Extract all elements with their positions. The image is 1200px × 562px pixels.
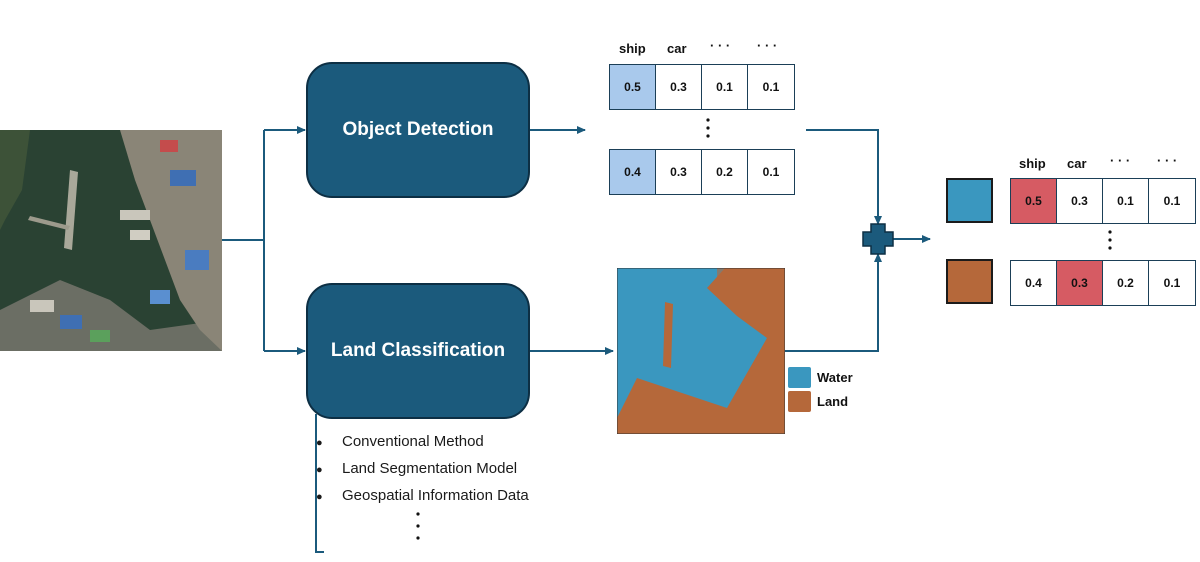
output-header-more: · · · xyxy=(1110,153,1130,168)
map-to-combiner-line xyxy=(785,254,878,351)
score-cell: 0.2 xyxy=(1103,261,1149,305)
output-row: 0.4 0.3 0.2 0.1 xyxy=(1010,260,1196,306)
water-class-swatch xyxy=(946,178,993,223)
score-cell: 0.3 xyxy=(1057,179,1103,223)
legend-land: Land xyxy=(788,391,848,412)
score-cell: 0.1 xyxy=(1103,179,1149,223)
list-item: ●Geospatial Information Data xyxy=(316,482,529,509)
output-header-more: · · · xyxy=(1157,153,1177,168)
methods-ellipsis-icon xyxy=(416,512,419,539)
score-cell: 0.1 xyxy=(748,65,794,109)
land-classification-box: Land Classification xyxy=(306,283,530,419)
legend-label: Water xyxy=(817,370,853,385)
score-cell: 0.5 xyxy=(610,65,656,109)
score-cell: 0.4 xyxy=(1011,261,1057,305)
output-header-car: car xyxy=(1067,156,1087,171)
score-cell: 0.1 xyxy=(702,65,748,109)
detection-header-more: · · · xyxy=(757,38,777,53)
list-item: ●Conventional Method xyxy=(316,428,529,455)
score-cell: 0.3 xyxy=(656,150,702,194)
water-swatch xyxy=(788,367,811,388)
segmentation-map-image xyxy=(617,268,785,434)
object-detection-box: Object Detection xyxy=(306,62,530,198)
detection-to-combiner-line xyxy=(806,130,878,224)
score-cell: 0.2 xyxy=(702,150,748,194)
object-detection-label: Object Detection xyxy=(343,119,494,141)
score-cell: 0.1 xyxy=(1149,261,1195,305)
score-cell: 0.3 xyxy=(656,65,702,109)
satellite-harbor-image xyxy=(0,130,222,351)
detection-ellipsis-icon xyxy=(706,118,709,137)
score-cell: 0.5 xyxy=(1011,179,1057,223)
land-swatch xyxy=(788,391,811,412)
detection-row: 0.5 0.3 0.1 0.1 xyxy=(609,64,795,110)
methods-list: ●Conventional Method ●Land Segmentation … xyxy=(316,428,529,509)
legend-label: Land xyxy=(817,394,848,409)
detection-header-ship: ship xyxy=(619,41,646,56)
output-row: 0.5 0.3 0.1 0.1 xyxy=(1010,178,1196,224)
plus-icon xyxy=(863,224,893,254)
list-item: ●Land Segmentation Model xyxy=(316,455,529,482)
legend-water: Water xyxy=(788,367,853,388)
output-header-ship: ship xyxy=(1019,156,1046,171)
score-cell: 0.1 xyxy=(1149,179,1195,223)
method-label: Conventional Method xyxy=(342,433,484,450)
detection-row: 0.4 0.3 0.2 0.1 xyxy=(609,149,795,195)
land-classification-label: Land Classification xyxy=(331,340,505,362)
method-label: Land Segmentation Model xyxy=(342,460,517,477)
land-class-swatch xyxy=(946,259,993,304)
output-ellipsis-icon xyxy=(1108,230,1111,249)
method-label: Geospatial Information Data xyxy=(342,487,529,504)
detection-header-car: car xyxy=(667,41,687,56)
score-cell: 0.1 xyxy=(748,150,794,194)
score-cell: 0.3 xyxy=(1057,261,1103,305)
score-cell: 0.4 xyxy=(610,150,656,194)
detection-header-more: · · · xyxy=(710,38,730,53)
